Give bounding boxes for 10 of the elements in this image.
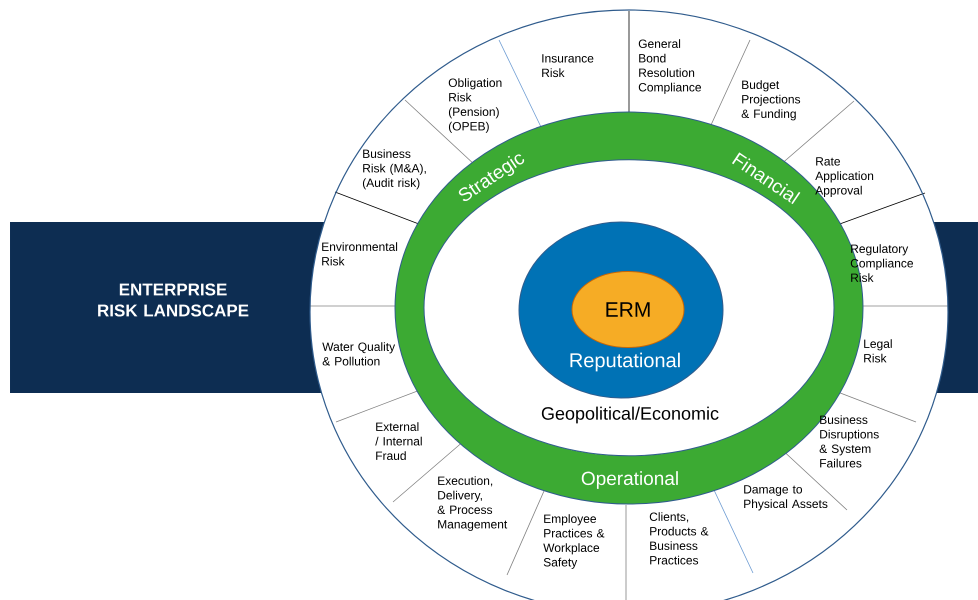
segment-label: Execution, Delivery, & Process Management	[438, 476, 508, 531]
segment-label: External / Internal Fraud	[375, 422, 422, 460]
segment-label: Obligation Risk (Pension) (OPEB)	[448, 78, 502, 133]
segment-label: Budget Projections & Funding	[742, 80, 800, 120]
segment-label: Insurance Risk	[542, 54, 594, 78]
segment-label: Damage to Physical Assets	[744, 485, 828, 510]
segment-label: General Bond Resolution Compliance	[638, 39, 701, 94]
segment-label: Employee Practices & Workplace Safety	[543, 514, 604, 569]
segment-label: Business Risk (M&A), (Audit risk)	[362, 149, 426, 190]
segment-label: Clients, Products & Business Practices	[650, 512, 708, 564]
